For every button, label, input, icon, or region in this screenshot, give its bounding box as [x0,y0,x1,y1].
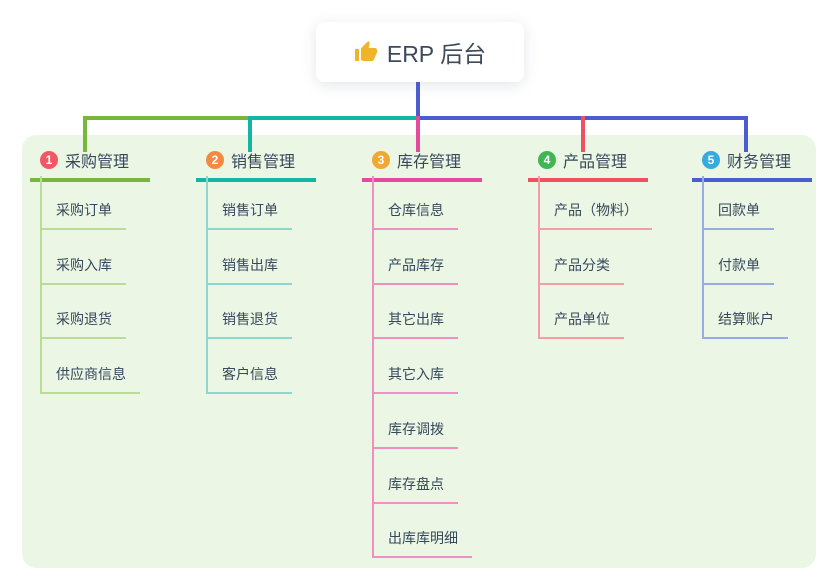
branch-number-badge: 4 [538,151,556,169]
branch-node-5[interactable]: 5 财务管理 [692,147,812,182]
root-node-label: ERP 后台 [386,41,487,67]
branch-label: 销售管理 [231,154,296,171]
branch-number-badge: 1 [40,151,58,169]
child-node[interactable]: 销售订单 [206,200,292,230]
branch-node-2[interactable]: 2 销售管理 [196,147,316,182]
branch-trunk-line [372,176,374,559]
child-node[interactable]: 其它出库 [372,309,458,340]
child-node[interactable]: 采购入库 [40,255,126,285]
child-node[interactable]: 销售退货 [206,309,292,340]
branch-label: 产品管理 [563,154,628,171]
child-node[interactable]: 其它入库 [372,364,458,395]
branch-drop-line [416,116,420,152]
branch-drop-line [581,116,585,152]
child-node[interactable]: 库存调拨 [372,419,458,449]
branch-node-4[interactable]: 4 产品管理 [528,147,648,182]
branch-number-badge: 5 [702,151,720,169]
child-node[interactable]: 付款单 [702,255,774,285]
branch-number-badge: 2 [206,151,224,169]
bus-segment-left [83,116,252,120]
branch-trunk-line [538,176,540,340]
thumbs-up-icon [354,40,378,64]
mindmap-panel [22,135,816,568]
branch-trunk-line [40,176,42,395]
child-node[interactable]: 供应商信息 [40,364,140,395]
child-node[interactable]: 结算账户 [702,309,788,340]
branch-number-badge: 3 [372,151,390,169]
branch-drop-line [83,116,87,152]
branch-drop-line [248,116,252,152]
root-node-erp[interactable]: ERP 后台 [316,22,524,82]
branch-trunk-line [206,176,208,395]
child-node[interactable]: 库存盘点 [372,474,458,504]
root-connector-line [416,82,420,120]
child-node[interactable]: 仓库信息 [372,200,458,230]
child-node[interactable]: 产品（物料） [538,200,652,230]
branch-label: 财务管理 [727,154,792,171]
child-node[interactable]: 回款单 [702,200,774,230]
branch-label: 采购管理 [65,154,130,171]
child-node[interactable]: 客户信息 [206,364,292,395]
child-node[interactable]: 产品分类 [538,255,624,285]
branch-label: 库存管理 [397,154,462,171]
branch-node-3[interactable]: 3 库存管理 [362,147,482,182]
branch-drop-line [744,116,748,152]
child-node[interactable]: 采购退货 [40,309,126,340]
branch-node-1[interactable]: 1 采购管理 [30,147,150,182]
child-node[interactable]: 产品库存 [372,255,458,285]
child-node[interactable]: 产品单位 [538,309,624,340]
bus-segment-middle [248,116,420,120]
branch-trunk-line [702,176,704,340]
child-node[interactable]: 出库库明细 [372,528,472,559]
child-node[interactable]: 销售出库 [206,255,292,285]
child-node[interactable]: 采购订单 [40,200,126,230]
